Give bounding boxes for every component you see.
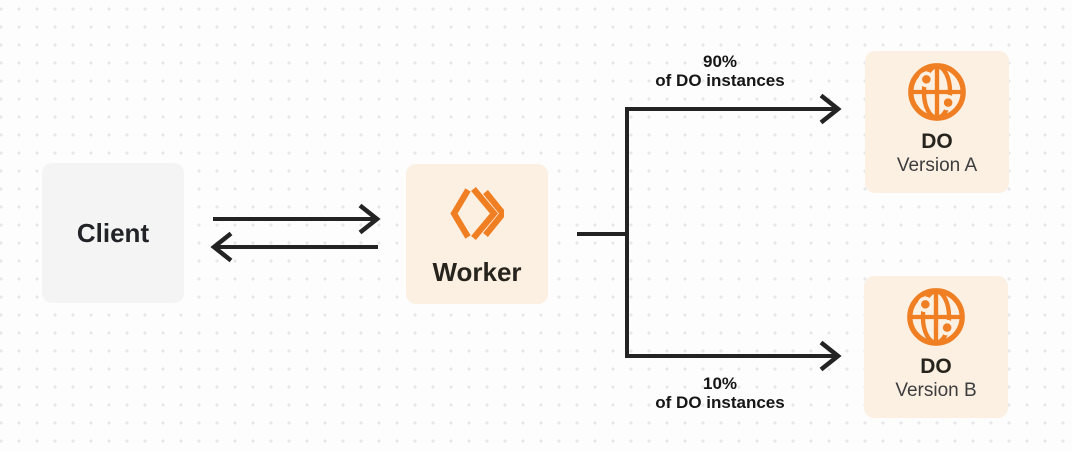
branch-b-caption: of DO instances bbox=[655, 393, 785, 412]
client-label: Client bbox=[76, 217, 150, 248]
branch-b-arrowhead bbox=[819, 340, 842, 372]
do-a-title: DO bbox=[921, 130, 953, 153]
worker-label: Worker bbox=[432, 257, 522, 287]
branch-a-percent: 90% bbox=[702, 52, 738, 71]
do-b-title: DO bbox=[920, 355, 952, 378]
split-branches-line bbox=[625, 107, 836, 358]
branch-b-percent: 10% bbox=[702, 374, 738, 393]
client-node: Client bbox=[42, 163, 184, 303]
do-b-subtitle: Version B bbox=[895, 380, 977, 401]
workers-brackets-icon bbox=[450, 187, 504, 240]
worker-to-client-arrow bbox=[210, 231, 378, 263]
do-a-subtitle: Version A bbox=[896, 155, 978, 176]
do-version-b-node: DO Version B bbox=[864, 276, 1008, 418]
branch-a-label: 90% of DO instances bbox=[620, 52, 820, 90]
branch-a-caption: of DO instances bbox=[655, 71, 785, 90]
durable-object-globe-icon bbox=[907, 288, 965, 346]
branch-a-arrowhead bbox=[819, 93, 842, 125]
worker-node: Worker bbox=[406, 164, 548, 304]
do-version-a-node: DO Version A bbox=[865, 51, 1009, 193]
client-to-worker-arrow bbox=[213, 203, 381, 235]
durable-object-globe-icon bbox=[908, 63, 966, 121]
branch-b-label: 10% of DO instances bbox=[620, 374, 820, 412]
